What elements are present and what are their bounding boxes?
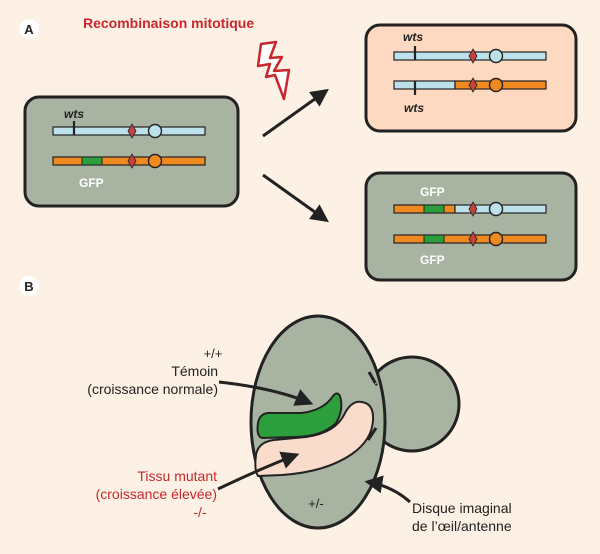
daughter-top-wts-label-2: wts [404, 101, 424, 115]
panel-a-label: A [24, 22, 34, 37]
imaginal-disc [249, 314, 461, 530]
heterozygous-label: +/- [308, 496, 324, 511]
gene-marker [488, 77, 504, 93]
mutant-title: Tissu mutant [137, 468, 217, 484]
centromere-marker [468, 48, 478, 64]
control-genotype: +/+ [204, 346, 223, 361]
daughter-bottom-gfp-label-1: GFP [420, 185, 445, 199]
panel-a-title: Recombinaison mitotique [83, 15, 254, 31]
parent-wts-label: wts [64, 107, 84, 121]
lightning-bolt-icon [256, 40, 291, 101]
daughter-bottom-chromosome-1 [393, 201, 547, 217]
disc-notch-bottom [366, 427, 378, 441]
control-pointer-arrow [218, 380, 314, 406]
daughter-cell-top: wts wts [364, 23, 578, 133]
parent-chromosome-blue [52, 121, 206, 139]
disc-notch-top [367, 371, 378, 386]
disc-label-line2: de l’œil/antenne [412, 518, 512, 534]
daughter-top-chromosome-1 [393, 46, 547, 64]
gene-marker [147, 153, 163, 169]
parent-chromosome-orange [52, 153, 206, 169]
daughter-bottom-gfp-label-2: GFP [420, 253, 445, 267]
centromere-marker [468, 77, 478, 93]
gfp-segment [423, 204, 445, 214]
disc-label-line1: Disque imaginal [412, 500, 512, 516]
parent-cell: wts GFP [23, 95, 240, 208]
arrow-to-top-daughter [262, 88, 329, 138]
panel-b: B +/+ Témoin (croissance normale) Tissu … [19, 276, 512, 534]
mutant-pointer-arrow [217, 451, 300, 491]
panel-a-label-circle [19, 19, 39, 39]
gene-marker [488, 48, 504, 64]
mutant-genotype: -/- [193, 504, 207, 520]
centromere-marker [468, 231, 478, 247]
daughter-top-wts-label-1: wts [403, 30, 423, 44]
daughter-cell-bottom: GFP GFP [364, 171, 578, 282]
centromere-marker [127, 153, 137, 169]
gene-marker [488, 231, 504, 247]
mutant-subtitle: (croissance élevée) [96, 486, 217, 502]
daughter-top-chromosome-2 [393, 77, 547, 95]
panel-b-label: B [24, 279, 33, 294]
centromere-marker [468, 201, 478, 217]
panel-a: A Recombinaison mitotique wts [19, 15, 578, 282]
gfp-segment [423, 234, 445, 244]
control-title: Témoin [171, 363, 218, 379]
centromere-marker [127, 123, 137, 139]
arrow-to-bottom-daughter [262, 173, 329, 223]
gene-marker [488, 201, 504, 217]
parent-gfp-label: GFP [79, 176, 104, 190]
gfp-segment [81, 156, 103, 166]
gene-marker [147, 123, 163, 139]
control-subtitle: (croissance normale) [87, 381, 218, 397]
disc-pointer-arrow [364, 475, 411, 504]
control-clone [256, 392, 343, 440]
panel-b-label-circle [19, 276, 39, 296]
daughter-bottom-chromosome-2 [393, 231, 547, 247]
